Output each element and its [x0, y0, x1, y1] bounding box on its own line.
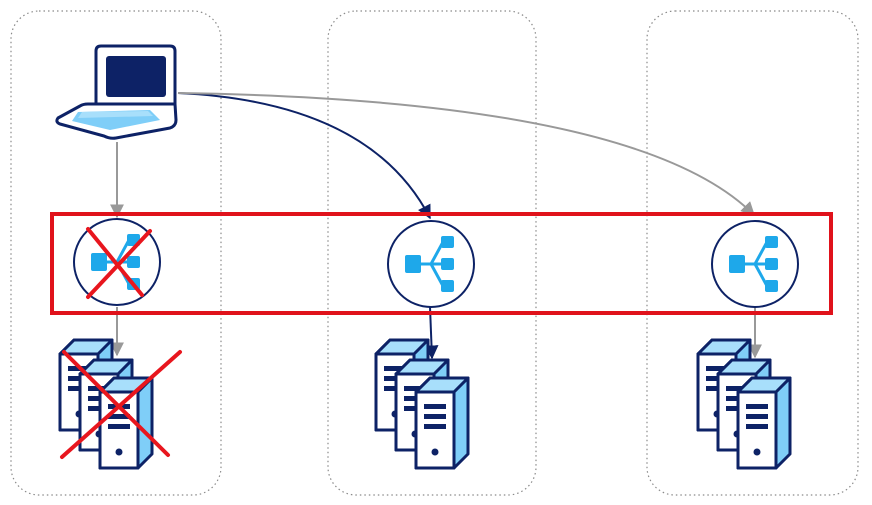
zone-c [646, 10, 859, 496]
zone-a [10, 10, 222, 496]
arrow-client-to-lb-c [177, 92, 755, 216]
laptop-icon [55, 44, 178, 140]
arrow-client-to-lb-b [177, 92, 431, 220]
load-balancer-icon-c [710, 219, 800, 309]
load-balancer-icon-b [386, 219, 476, 309]
load-balancer-tier-highlight [50, 212, 833, 315]
failure-cross-lb-a [86, 227, 152, 299]
arrow-lb-b-to-servers [424, 306, 439, 360]
server-stack-icon-c [698, 340, 790, 468]
server-stack-icon-b [376, 340, 468, 468]
failure-cross-servers-a [60, 350, 182, 459]
zone-b [327, 10, 537, 496]
